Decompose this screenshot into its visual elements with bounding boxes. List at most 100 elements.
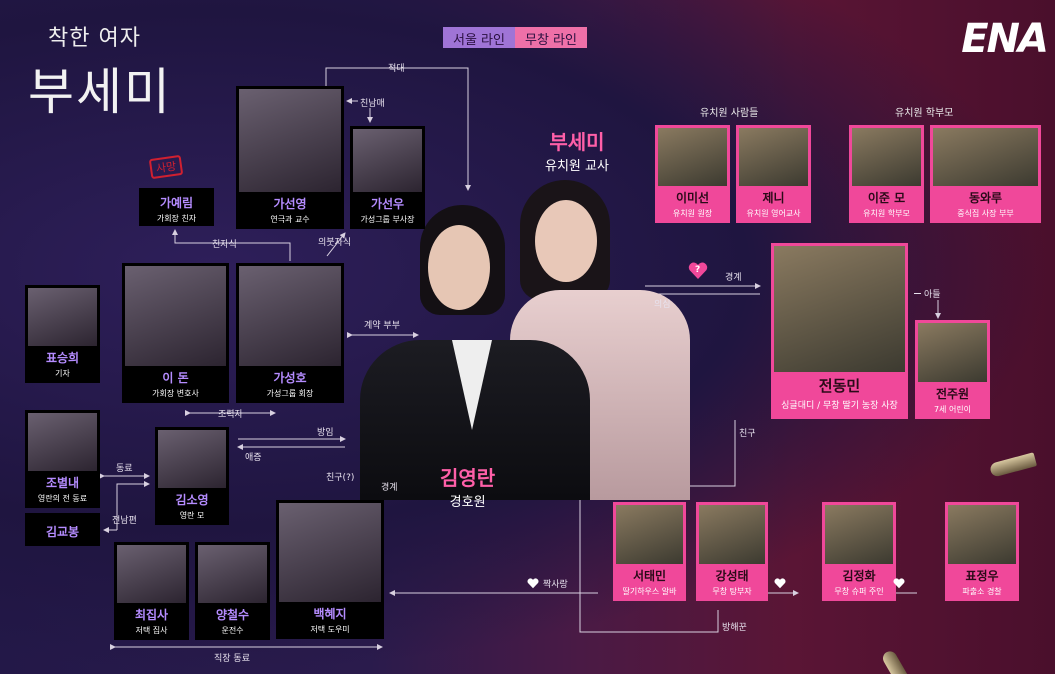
portrait-photo bbox=[158, 430, 226, 488]
character-card[interactable]: 전주원 7세 어린이 bbox=[915, 320, 990, 419]
heart-icon bbox=[893, 578, 905, 589]
character-role: 유치원 학부모 bbox=[863, 209, 910, 218]
show-title: 부세미 bbox=[28, 63, 172, 121]
portrait-photo bbox=[353, 129, 422, 192]
character-name: 전동민 bbox=[818, 377, 861, 395]
character-name: 가예림 bbox=[159, 196, 194, 210]
character-role: 가회장 변호사 bbox=[152, 389, 199, 398]
character-role: 파출소 경찰 bbox=[962, 587, 1002, 596]
ena-logo: ENA bbox=[961, 16, 1049, 62]
heart-icon bbox=[527, 578, 539, 589]
character-role: 운전수 bbox=[221, 626, 244, 635]
character-role: 기자 bbox=[55, 369, 70, 378]
character-name: 김교봉 bbox=[45, 525, 80, 539]
character-name: 강성태 bbox=[715, 569, 749, 583]
portrait-photo bbox=[658, 128, 727, 186]
character-role: 가성그룹 부사장 bbox=[360, 215, 415, 224]
relation-label: 친남매 bbox=[360, 99, 385, 109]
group-label: 유치원 학부모 bbox=[895, 108, 954, 119]
relation-label: 조력자 bbox=[218, 410, 243, 420]
group-label: 유치원 사람들 bbox=[700, 108, 759, 119]
character-role: 저택 집사 bbox=[135, 626, 168, 635]
relation-label: 방해꾼 bbox=[722, 623, 747, 633]
portrait-photo bbox=[825, 505, 893, 564]
character-role: 유치원 원장 bbox=[672, 209, 713, 218]
portrait-photo bbox=[239, 266, 341, 366]
show-subtitle: 착한 여자 bbox=[48, 26, 141, 51]
legend-muchang: 무창 라인 bbox=[514, 27, 587, 48]
relation-label: 방임 bbox=[317, 428, 334, 438]
character-name: 가선영 bbox=[273, 197, 307, 211]
portrait-photo bbox=[125, 266, 226, 366]
character-role: 7세 어린이 bbox=[933, 405, 972, 414]
character-role: 무창 슈퍼 주인 bbox=[834, 587, 884, 596]
relation-label: 친구 bbox=[739, 429, 756, 439]
line-legend: 서울 라인 무창 라인 bbox=[443, 27, 587, 48]
character-role: 중식집 사장 부부 bbox=[957, 209, 1014, 218]
character-card[interactable]: 김교봉 bbox=[25, 513, 100, 546]
character-role: 영란의 전 동료 bbox=[37, 494, 88, 503]
relation-label: 친구(?) bbox=[326, 473, 355, 483]
busemi-label: 부세미 유치원 교사 bbox=[545, 126, 609, 174]
character-role: 가회장 친자 bbox=[156, 214, 197, 223]
portrait-photo bbox=[948, 505, 1016, 564]
character-name: 가성호 bbox=[273, 371, 307, 385]
character-name: 동와루 bbox=[968, 191, 1003, 205]
character-role: 유치원 영어교사 bbox=[746, 209, 801, 218]
relation-label: 직장 동료 bbox=[214, 654, 250, 664]
character-name: 표정우 bbox=[965, 569, 999, 583]
portrait-photo bbox=[28, 413, 97, 471]
portrait-photo bbox=[699, 505, 765, 564]
main-characters-image bbox=[360, 170, 690, 500]
youngran-label: 김영란 경호원 bbox=[440, 462, 495, 510]
portrait-photo bbox=[852, 128, 921, 186]
relation-label: 의심 bbox=[654, 300, 671, 310]
character-name: 이 돈 bbox=[162, 371, 189, 385]
character-name: 전주원 bbox=[935, 387, 970, 401]
portrait-photo bbox=[28, 288, 97, 346]
character-name: 김소영 bbox=[175, 493, 209, 507]
relation-label: 경계 bbox=[381, 483, 398, 493]
character-name: 백혜지 bbox=[313, 607, 347, 621]
character-name: 제니 bbox=[762, 191, 785, 205]
character-name: 서태민 bbox=[632, 569, 667, 583]
busemi-name: 부세미 bbox=[549, 130, 605, 154]
question-mark: ? bbox=[695, 265, 701, 275]
character-role: 딸기하우스 알바 bbox=[622, 587, 677, 596]
relation-label: 의붓자식 bbox=[318, 238, 352, 248]
character-name: 표승희 bbox=[45, 351, 80, 365]
son-dash bbox=[914, 293, 921, 294]
youngran-name: 김영란 bbox=[440, 466, 496, 490]
portrait-photo bbox=[117, 545, 186, 603]
relation-label: 적대 bbox=[388, 64, 405, 74]
relation-label: 동료 bbox=[116, 464, 133, 474]
youngran-role: 경호원 bbox=[449, 495, 486, 510]
portrait-photo bbox=[198, 545, 267, 603]
heart-icon bbox=[688, 262, 708, 279]
portrait-photo bbox=[239, 89, 341, 192]
character-role: 저택 도우미 bbox=[310, 625, 350, 634]
character-role: 연극과 교수 bbox=[270, 215, 310, 224]
character-name: 최집사 bbox=[134, 608, 169, 622]
